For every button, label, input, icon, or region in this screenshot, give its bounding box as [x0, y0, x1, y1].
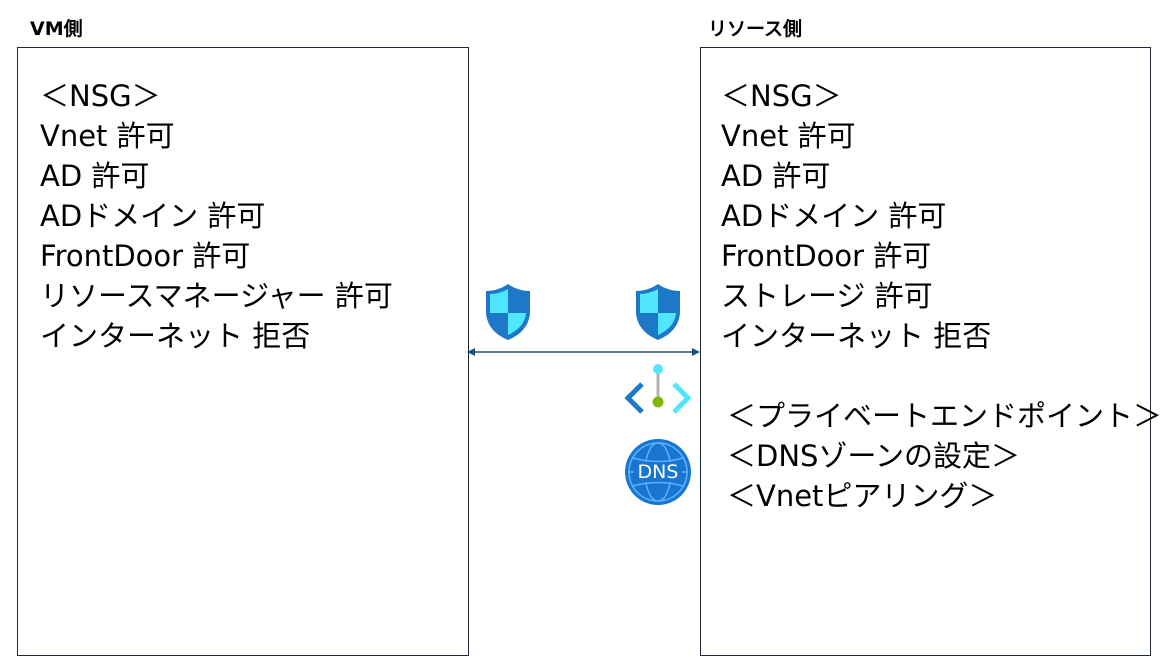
dns-label: DNS: [637, 461, 679, 483]
vm-line-ad: AD 許可: [40, 159, 150, 193]
res-line-ad-domain: ADドメイン 許可: [721, 199, 947, 233]
res-line-vnet: Vnet 許可: [721, 119, 856, 153]
vm-line-header: ＜NSG＞: [40, 79, 161, 113]
shield-icon: [636, 284, 680, 340]
res-line-header: ＜NSG＞: [721, 79, 842, 113]
resource-side-title: リソース側: [708, 18, 803, 40]
vm-line-ad-domain: ADドメイン 許可: [40, 199, 266, 233]
connection-arrow: [467, 348, 700, 356]
res-line-frontdoor: FrontDoor 許可: [721, 239, 932, 273]
vm-line-resource-manager: リソースマネージャー 許可: [40, 279, 393, 313]
res-line-dns-zone: ＜DNSゾーンの設定＞: [727, 439, 1020, 473]
resource-side-panel: ＜NSG＞ Vnet 許可 AD 許可 ADドメイン 許可 FrontDoor …: [700, 47, 1162, 656]
resource-network-settings: ＜プライベートエンドポイント＞ ＜DNSゾーンの設定＞ ＜Vnetピアリング＞: [727, 396, 1162, 516]
private-endpoint-icon: [624, 364, 692, 414]
res-line-internet: インターネット 拒否: [721, 319, 992, 353]
res-line-private-endpoint: ＜プライベートエンドポイント＞: [727, 399, 1163, 433]
res-line-ad: AD 許可: [721, 159, 831, 193]
vm-nsg-rules: ＜NSG＞ Vnet 許可 AD 許可 ADドメイン 許可 FrontDoor …: [40, 76, 393, 356]
vm-line-vnet: Vnet 許可: [40, 119, 175, 153]
dns-zone-icon: DNS: [624, 438, 692, 506]
vm-line-frontdoor: FrontDoor 許可: [40, 239, 251, 273]
vm-side-panel: ＜NSG＞ Vnet 許可 AD 許可 ADドメイン 許可 FrontDoor …: [17, 47, 469, 656]
shield-icon: [486, 284, 530, 340]
vm-side-title: VM側: [30, 18, 83, 40]
res-line-storage: ストレージ 許可: [721, 279, 933, 313]
res-line-vnet-peering: ＜Vnetピアリング＞: [727, 479, 998, 513]
vm-line-internet: インターネット 拒否: [40, 319, 311, 353]
resource-nsg-rules: ＜NSG＞ Vnet 許可 AD 許可 ADドメイン 許可 FrontDoor …: [721, 76, 991, 356]
